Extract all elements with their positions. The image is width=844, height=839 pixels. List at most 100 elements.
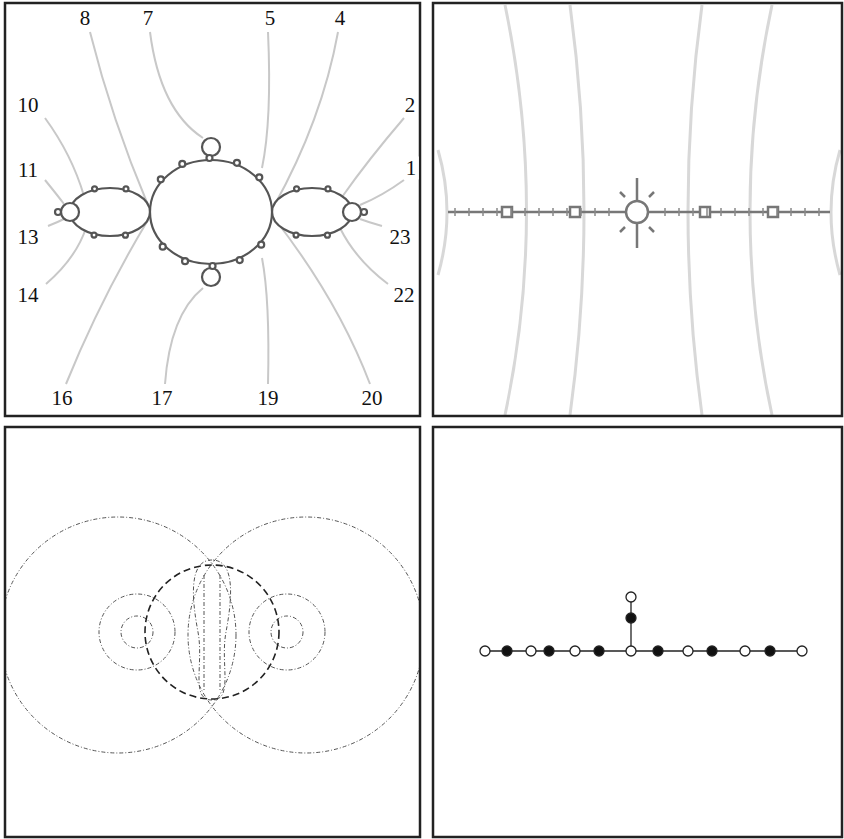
tree-graph xyxy=(480,592,807,656)
callout-number: 5 xyxy=(263,7,278,30)
julia-set xyxy=(448,178,830,248)
tree-graph xyxy=(683,646,693,656)
julia-set xyxy=(182,258,188,264)
tree-graph xyxy=(630,597,631,651)
unit-circle xyxy=(145,565,279,699)
julia-set xyxy=(608,208,610,216)
julia-set xyxy=(468,208,470,216)
julia-set xyxy=(70,188,150,236)
level-curves xyxy=(249,594,325,670)
tree-graph xyxy=(765,646,775,656)
tree-graph xyxy=(626,646,636,656)
callout-number: 14 xyxy=(16,284,41,307)
level-curves xyxy=(99,594,175,670)
julia-set xyxy=(620,227,625,232)
julia-set xyxy=(566,208,568,216)
julia-set xyxy=(776,208,778,216)
callout-number: 7 xyxy=(141,7,156,30)
julia-set xyxy=(61,203,79,221)
external-rays xyxy=(262,258,268,384)
julia-set xyxy=(580,208,582,216)
external-rays xyxy=(360,219,382,226)
julia-set xyxy=(649,227,654,232)
callout-number: 19 xyxy=(256,387,281,410)
julia-set xyxy=(55,209,61,215)
julia-set xyxy=(237,257,243,263)
julia-set xyxy=(123,186,128,191)
level-curves xyxy=(220,575,221,690)
level-curves xyxy=(193,560,230,700)
external-rays xyxy=(46,228,86,284)
external-rays xyxy=(45,118,84,196)
external-rays xyxy=(360,180,404,205)
external-rays xyxy=(48,219,64,226)
julia-set xyxy=(790,208,792,216)
julia-set xyxy=(160,244,166,250)
julia-set xyxy=(768,207,778,217)
julia-set xyxy=(649,192,654,197)
julia-set xyxy=(325,233,330,238)
tree-graph xyxy=(626,613,636,623)
julia-set xyxy=(210,263,216,269)
tree-graph xyxy=(653,646,663,656)
external-rays xyxy=(165,288,203,384)
panel-frame xyxy=(433,427,842,837)
julia-set xyxy=(720,208,722,216)
julia-set xyxy=(258,242,264,248)
tree-graph xyxy=(544,646,554,656)
external-rays xyxy=(66,220,148,384)
callout-number: 10 xyxy=(16,94,41,117)
external-rays xyxy=(262,32,269,168)
callout-number: 1 xyxy=(404,157,419,180)
tree-graph xyxy=(502,646,512,656)
panel-frame xyxy=(5,3,842,837)
level-curves xyxy=(188,517,420,753)
julia-set xyxy=(325,186,330,191)
julia-set xyxy=(594,208,596,216)
julia-set xyxy=(206,155,212,161)
external-rays xyxy=(342,118,404,197)
panel-frame xyxy=(433,3,842,416)
julia-set xyxy=(502,207,512,217)
julia-set xyxy=(294,186,299,191)
julia-set xyxy=(272,188,352,236)
julia-set xyxy=(202,268,220,286)
julia-set xyxy=(552,208,554,216)
julia-set xyxy=(700,207,710,217)
external-rays xyxy=(150,32,203,138)
julia-set xyxy=(343,203,361,221)
julia-set xyxy=(294,233,299,238)
callout-number: 20 xyxy=(360,387,385,410)
callout-number: 11 xyxy=(16,159,40,182)
callout-number: 22 xyxy=(392,284,417,307)
julia-set xyxy=(734,208,736,216)
julia-set xyxy=(664,208,666,216)
julia-set xyxy=(158,176,164,182)
level-curves xyxy=(271,616,303,648)
tree-graph xyxy=(594,646,604,656)
julia-set xyxy=(123,233,128,238)
tree-graph xyxy=(570,646,580,656)
tree-graph xyxy=(626,592,636,602)
callout-number: 23 xyxy=(388,226,413,249)
julia-set xyxy=(92,186,97,191)
tree-graph xyxy=(707,646,717,656)
callout-number: 8 xyxy=(78,7,93,30)
julia-set xyxy=(620,192,625,197)
panel-frame xyxy=(5,427,420,837)
callout-number: 13 xyxy=(16,226,41,249)
julia-set xyxy=(692,208,694,216)
julia-set xyxy=(804,208,806,216)
tree-graph xyxy=(485,597,802,651)
callout-number: 16 xyxy=(50,387,75,410)
julia-set xyxy=(361,209,367,215)
level-curves xyxy=(204,575,205,690)
julia-set xyxy=(748,208,750,216)
julia-set xyxy=(818,208,820,216)
level-curves xyxy=(5,517,236,753)
julia-set xyxy=(762,208,764,216)
external-rays xyxy=(831,150,840,275)
julia-set xyxy=(706,208,708,216)
